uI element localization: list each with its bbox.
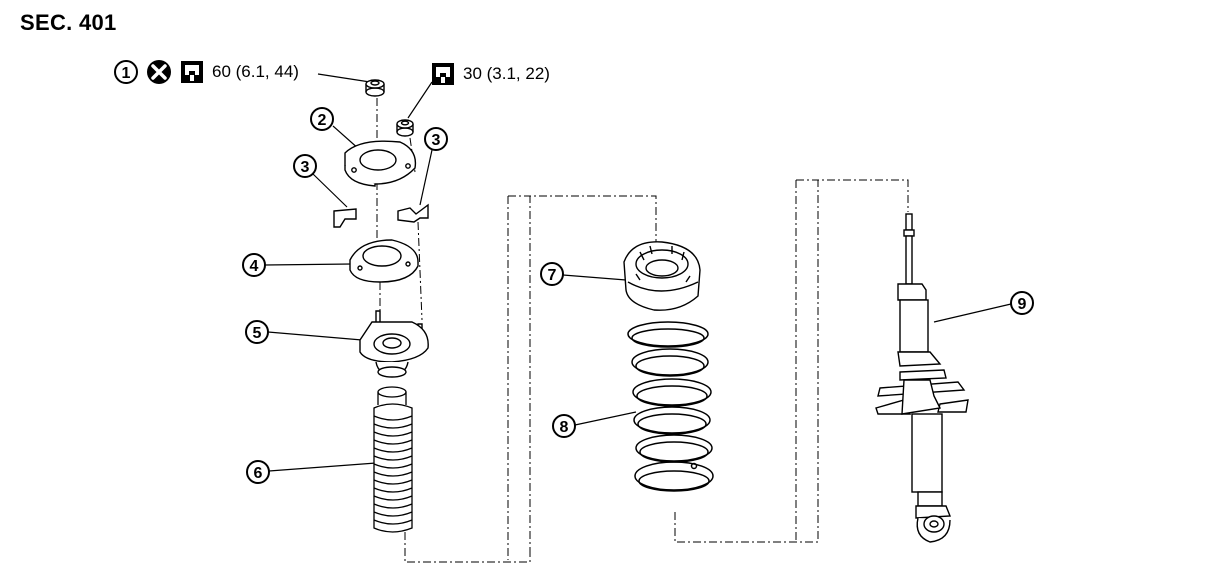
callout-9-label: 9	[1018, 296, 1027, 313]
callout-8-label: 8	[560, 419, 569, 436]
assembly-line	[404, 532, 531, 563]
callout-9: 9	[1010, 291, 1034, 315]
torque-spec-nut-2: 30 (3.1, 22)	[463, 64, 550, 84]
callout-3-label: 3	[432, 132, 441, 149]
center-axis	[376, 98, 381, 318]
callout-6: 6	[246, 460, 270, 484]
coil-spring	[627, 321, 714, 492]
upper-nut-1	[365, 79, 385, 97]
leader-line	[407, 81, 433, 119]
callout-4-label: 4	[250, 258, 259, 275]
spring-seat	[623, 241, 701, 311]
callout-2: 2	[310, 107, 334, 131]
torque-value: 60 (6.1, 44)	[212, 62, 299, 81]
upper-mount-plate	[344, 140, 417, 187]
strut-mount	[359, 310, 429, 378]
wrench-icon	[432, 63, 454, 85]
section-title: SEC. 401	[20, 10, 117, 35]
callout-7-label: 7	[548, 267, 557, 284]
bracket-right	[397, 203, 429, 223]
callout-3-left: 3	[293, 154, 317, 178]
shock-absorber	[875, 213, 969, 543]
callout-3-right: 3	[424, 127, 448, 151]
torque-spec-nut-1: 60 (6.1, 44)	[212, 62, 299, 82]
x-circle-icon	[147, 60, 171, 84]
assembly-line	[674, 179, 909, 543]
callout-5-label: 5	[253, 325, 262, 342]
callout-8: 8	[552, 414, 576, 438]
torque-value: 30 (3.1, 22)	[463, 64, 550, 83]
callout-2-label: 2	[318, 112, 327, 129]
dust-boot	[373, 386, 413, 533]
wrench-icon	[181, 61, 203, 83]
callout-1-label: 1	[122, 65, 131, 82]
insulator-plate	[349, 239, 419, 283]
leader-line	[317, 73, 371, 83]
callout-5: 5	[245, 320, 269, 344]
callout-3-label: 3	[301, 159, 310, 176]
callout-6-label: 6	[254, 465, 263, 482]
callout-7: 7	[540, 262, 564, 286]
callout-1: 1	[114, 60, 138, 84]
bracket-left	[333, 208, 357, 228]
callout-4: 4	[242, 253, 266, 277]
upper-nut-2	[396, 119, 414, 137]
assembly-line	[529, 195, 657, 555]
